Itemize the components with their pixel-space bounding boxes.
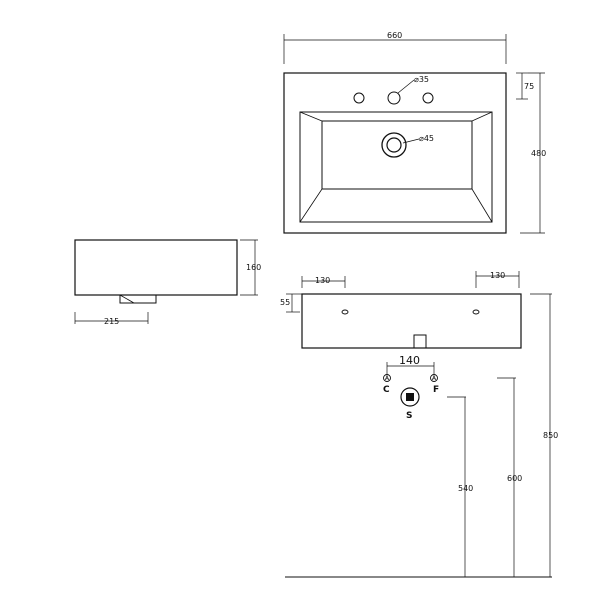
front-basin-outline [301, 293, 522, 349]
hanger-hole-right [472, 309, 480, 315]
waste-outer [381, 132, 407, 158]
waste-inner [386, 137, 402, 153]
tap-hole-diameter-label: ⌀35 [414, 75, 429, 84]
side-basin-outline [74, 239, 238, 296]
waste-diameter-label: ⌀45 [419, 134, 434, 143]
dim-140-label: 140 [399, 354, 420, 367]
waste-connection-icon [400, 387, 420, 407]
dim-600-label: 600 [507, 474, 522, 483]
bowl-corner-tl [299, 111, 323, 122]
bowl-inner-top [321, 120, 473, 190]
tap-hole-left [353, 92, 365, 104]
side-view: 160 215 [74, 239, 261, 326]
top-view: ⌀35 ⌀45 660 75 480 [283, 31, 546, 234]
hot-supply-icon [430, 374, 438, 382]
dim-75-label: 75 [524, 82, 534, 91]
waste-connection-label: S [406, 411, 412, 421]
bowl-corner-br [471, 188, 493, 223]
bowl-corner-tr [471, 111, 493, 122]
front-waste-outlet [413, 334, 427, 349]
bowl-corner-bl [299, 188, 323, 223]
dim-540-label: 540 [458, 484, 473, 493]
dim-215-label: 215 [104, 317, 119, 326]
cold-supply-icon [383, 374, 391, 382]
tap-hole-right [422, 92, 434, 104]
dim-130-right-label: 130 [490, 271, 505, 280]
dim-850-label: 850 [543, 431, 558, 440]
dim-130-left-label: 130 [315, 276, 330, 285]
front-view: 130 130 55 140 C F S [280, 271, 558, 578]
tap-hole-leader [397, 79, 415, 94]
dim-55-label: 55 [280, 298, 290, 307]
dim-660-label: 660 [387, 31, 402, 40]
hanger-hole-left [341, 309, 349, 315]
side-outlet-slope [119, 294, 135, 304]
tap-hole-center [387, 91, 401, 105]
basin-outline-top [283, 72, 507, 234]
dim-480-label: 480 [531, 149, 546, 158]
side-waste-outlet [119, 294, 157, 304]
hot-supply-label: F [433, 385, 439, 395]
bowl-outer-top [299, 111, 493, 223]
waste-leader [402, 138, 420, 144]
cold-supply-label: C [383, 385, 390, 395]
dim-160-label: 160 [246, 263, 261, 272]
